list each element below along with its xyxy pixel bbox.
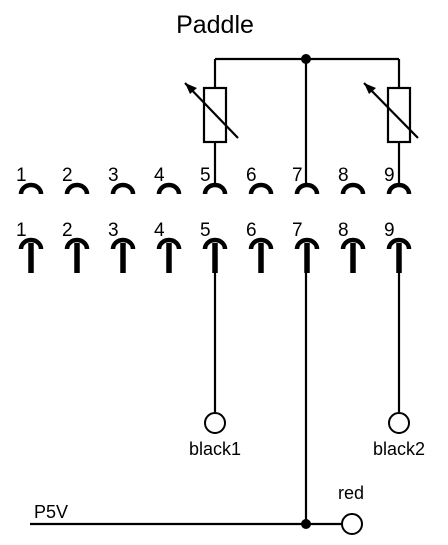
top-pin-socket	[202, 182, 228, 195]
top-pin-label: 8	[338, 165, 349, 186]
top-pin-socket	[110, 182, 136, 195]
bottom-pin-label: 4	[154, 220, 165, 241]
top-connector: 1 2 3 4 5 6 7 8 9	[16, 165, 412, 195]
label-red: red	[338, 483, 364, 503]
bottom-pin-socket	[340, 237, 366, 250]
top-pin-socket	[340, 182, 366, 195]
top-pin-label: 3	[108, 165, 119, 186]
terminal-red	[341, 513, 363, 535]
top-pin-label: 5	[200, 165, 211, 186]
top-pin-socket	[248, 182, 274, 195]
bottom-pin-label: 5	[200, 220, 211, 241]
bottom-pin-socket	[202, 237, 228, 250]
top-pin-label: 1	[16, 165, 27, 186]
schematic-title: Paddle	[176, 11, 254, 39]
label-supply: P5V	[34, 502, 68, 522]
top-pin-socket	[18, 182, 44, 195]
variable-resistor-left	[184, 59, 239, 186]
terminal-black2	[388, 412, 410, 434]
top-pin-label: 4	[154, 165, 165, 186]
top-pin-socket	[64, 182, 90, 195]
top-junction-dot	[301, 54, 311, 64]
terminal-black1	[204, 412, 226, 434]
bottom-pin-label: 8	[338, 220, 349, 241]
bottom-pin-socket	[386, 237, 412, 250]
bottom-pin-label: 3	[108, 220, 119, 241]
bottom-pin-label: 7	[292, 220, 303, 241]
bottom-pin-socket	[294, 237, 320, 250]
bottom-pin-socket	[248, 237, 274, 250]
top-pin-label: 2	[62, 165, 73, 186]
bottom-pin-socket	[18, 237, 44, 250]
top-pin-label: 7	[292, 165, 303, 186]
supply-junction-dot	[301, 519, 311, 529]
bottom-pin-socket	[156, 237, 182, 250]
bottom-pin-label: 6	[246, 220, 257, 241]
label-black2: black2	[373, 439, 425, 459]
bottom-pin-label: 1	[16, 220, 27, 241]
top-pin-label: 9	[384, 165, 395, 186]
variable-resistor-right	[363, 59, 419, 186]
bottom-pin-socket	[110, 237, 136, 250]
top-pin-socket	[386, 182, 412, 195]
top-pin-label: 6	[246, 165, 257, 186]
bottom-pin-label: 2	[62, 220, 73, 241]
top-pin-socket	[156, 182, 182, 195]
top-pin-socket	[294, 182, 320, 195]
bottom-pin-socket	[64, 237, 90, 250]
label-black1: black1	[189, 439, 241, 459]
bottom-connector: 1 2 3 4 5 6 7 8 9	[16, 220, 412, 273]
bottom-pin-label: 9	[384, 220, 395, 241]
